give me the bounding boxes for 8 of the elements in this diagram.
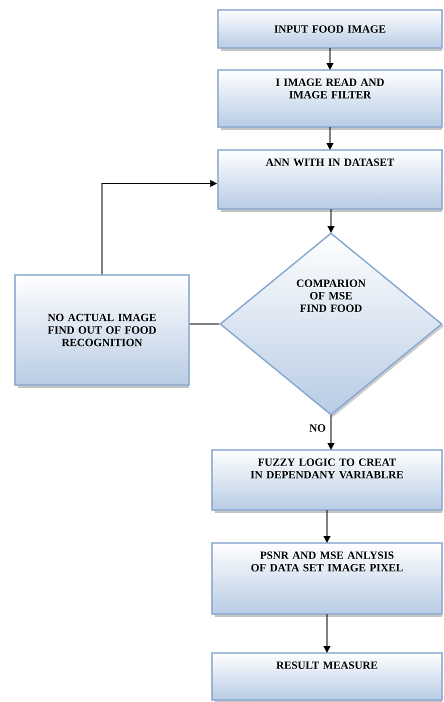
process-box: FUZZY LOGIC TO CREAT IN DEPENDANY VARIABLRE [211, 449, 443, 513]
process-box: ANN WITH IN DATASET [217, 149, 443, 212]
edge-label: NO [308, 423, 327, 433]
process-box: PSNR AND MSE ANLYSIS OF DATA SET IMAGE PIXEL [211, 542, 443, 617]
process-box: NO ACTUAL IMAGE FIND OUT OF FOOD RECOGNITION [14, 274, 190, 388]
process-box: I IMAGE READ AND IMAGE FILTER [217, 69, 443, 130]
process-box: INPUT FOOD IMAGE [217, 9, 443, 51]
process-box: RESULT MEASURE [211, 652, 443, 702]
